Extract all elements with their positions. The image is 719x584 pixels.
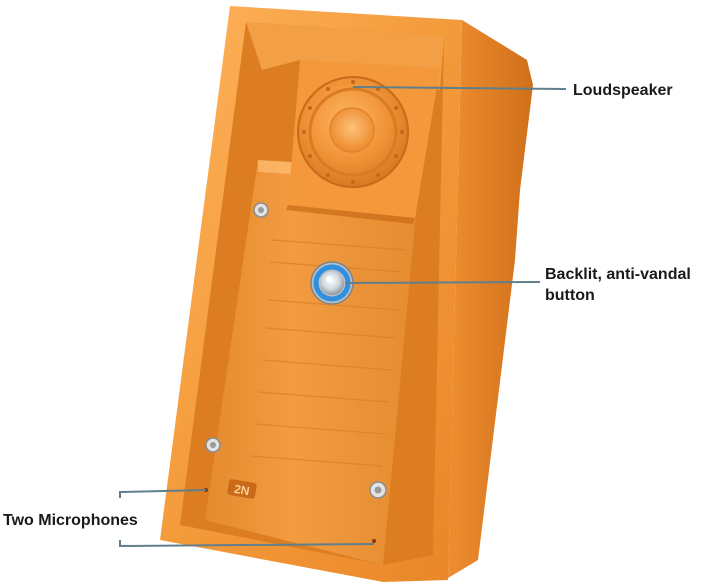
front-panel <box>205 160 420 565</box>
label-backlit-line1: Backlit, anti-vandal <box>545 266 691 283</box>
label-loudspeaker: Loudspeaker <box>573 82 673 99</box>
screw-bottom-right <box>369 481 387 499</box>
leader-mic-lower <box>119 540 375 548</box>
leader-lines <box>119 86 567 548</box>
microphone-right <box>372 539 376 543</box>
speaker-housing-shadow <box>286 205 415 224</box>
housing-side <box>448 20 533 578</box>
speaker-holes <box>302 80 404 184</box>
svg-text:2N: 2N <box>233 482 251 498</box>
backlit-button <box>310 261 354 305</box>
speaker-cone <box>329 107 375 153</box>
label-two-microphones: Two Microphones <box>3 512 138 529</box>
leader-button <box>344 281 541 284</box>
label-grooves <box>250 239 406 467</box>
leader-loudspeaker <box>352 86 567 90</box>
label-backlit-line2: button <box>545 287 595 304</box>
screw-bottom-left <box>205 437 221 453</box>
brand-logo: 2N <box>227 479 257 499</box>
screw-top-left <box>253 202 269 218</box>
speaker-ring <box>308 87 398 177</box>
leader-mic-upper <box>119 489 207 498</box>
label-backlit-button: Backlit, anti-vandal button <box>545 264 691 306</box>
